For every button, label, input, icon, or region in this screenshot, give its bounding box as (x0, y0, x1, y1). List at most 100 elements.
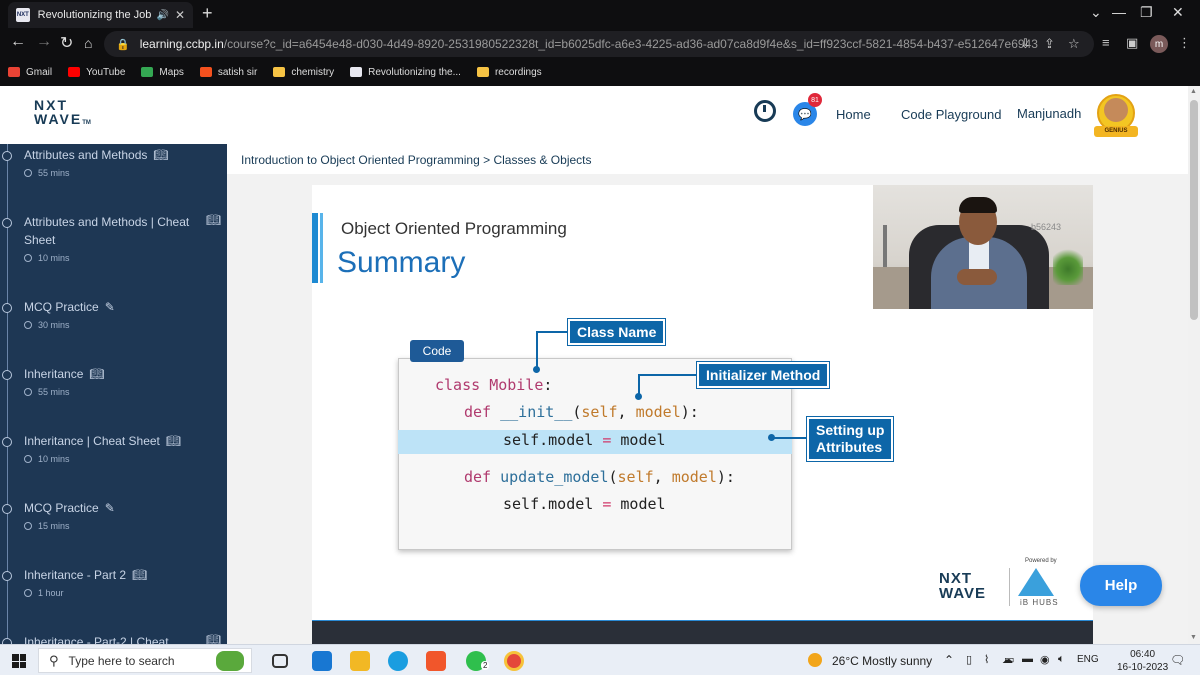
ib-hubs-label: iB HUBS (1020, 598, 1059, 607)
menu-dots-icon[interactable]: ⋮ (1178, 35, 1191, 50)
powered-by-label: Powered by (1025, 558, 1057, 564)
book-icon: 📖︎ (132, 568, 148, 582)
dragon-widget-icon[interactable] (216, 651, 244, 671)
breadcrumb[interactable]: Introduction to Object Oriented Programm… (241, 153, 592, 167)
side-panel-icon[interactable]: ▣ (1126, 35, 1139, 50)
file-explorer-icon[interactable] (350, 651, 370, 671)
folder-icon (476, 67, 489, 77)
scrollbar-thumb[interactable] (1190, 100, 1198, 320)
media-queue-icon[interactable]: ≡ (1102, 35, 1110, 50)
youtube-icon (68, 67, 81, 77)
scroll-down-icon[interactable]: ▼ (1190, 634, 1197, 641)
nxtwave-logo[interactable]: NXT WAVETM (34, 97, 91, 127)
install-icon[interactable]: ⇩ (1020, 36, 1031, 51)
bookmark-youtube[interactable]: YouTube (68, 67, 125, 78)
status-circle-icon (2, 303, 12, 313)
instructor-hands (957, 269, 997, 285)
help-button[interactable]: Help (1080, 565, 1162, 606)
bookmark-gmail[interactable]: Gmail (8, 67, 52, 78)
reload-icon[interactable]: ↻ (60, 35, 74, 52)
task-view-icon[interactable] (272, 654, 288, 668)
book-icon: 📖︎ (153, 148, 169, 162)
tab-title: Revolutionizing the Job Ma (37, 9, 153, 21)
display-icon[interactable]: ▭ (1004, 654, 1015, 666)
bookmark-chemistry[interactable]: chemistry (273, 67, 334, 78)
cloud-icon[interactable]: ☁ (1002, 654, 1013, 666)
edge-icon[interactable] (388, 651, 408, 671)
search-icon: ⚲ (49, 652, 59, 668)
chat-badge: 81 (808, 93, 822, 107)
close-tab-icon[interactable]: ✕ (174, 8, 185, 22)
genius-badge: GENIUS (1094, 126, 1138, 137)
leader-line (638, 374, 640, 396)
battery-icon[interactable]: ▬ (1022, 653, 1033, 665)
video-watermark: b56243 (1031, 222, 1062, 232)
speaker-icon[interactable]: 🔊 (156, 9, 169, 21)
video-controls-bar[interactable] (312, 621, 1093, 644)
mail-icon[interactable] (312, 651, 332, 671)
accent-bar (312, 213, 318, 283)
weather-text[interactable]: 26°C Mostly sunny (832, 654, 933, 668)
clock-icon (24, 169, 32, 177)
user-name[interactable]: Manjunadh (1017, 106, 1082, 121)
bookmark-satish[interactable]: satish sir (199, 67, 257, 78)
new-tab-icon[interactable]: + (202, 3, 213, 23)
windows-taskbar: ⚲Type here to search 2 26°C Mostly sunny… (0, 644, 1200, 675)
code-line-3: self.model = model (503, 431, 666, 449)
clock-icon (24, 589, 32, 597)
chrome-icon[interactable] (504, 651, 524, 671)
forward-arrow-icon[interactable]: → (36, 33, 52, 50)
nav-home[interactable]: Home (836, 107, 871, 122)
leader-line (537, 331, 568, 333)
home-icon[interactable]: ⌂ (84, 35, 93, 51)
maximize-icon[interactable]: ❐ (1140, 4, 1153, 20)
page-scrollbar[interactable]: ▲ ▼ (1188, 86, 1200, 644)
back-arrow-icon[interactable]: ← (10, 33, 26, 50)
device-icon[interactable]: ▯ (966, 654, 973, 666)
instructor-hair (959, 197, 997, 213)
tab-strip: NXT Revolutionizing the Job Ma 🔊 ✕ + ⌄ —… (0, 0, 1200, 28)
blogger-icon (199, 67, 212, 77)
timeline-line (7, 144, 8, 644)
minimize-icon[interactable]: — (1112, 4, 1126, 20)
callout-initializer-method: Initializer Method (697, 362, 830, 388)
bookmark-revolutionizing[interactable]: Revolutionizing the... (350, 67, 461, 78)
code-line-4: def update_model(self, model): (464, 468, 735, 486)
notification-icon[interactable]: 🗨︎ (1170, 653, 1186, 667)
windows-start-icon[interactable] (12, 654, 26, 668)
camera-icon[interactable]: ◉ (1040, 654, 1050, 666)
profile-avatar[interactable]: m (1150, 35, 1168, 53)
network-icon[interactable]: ⌇ (984, 654, 990, 666)
lesson-slide[interactable]: Object Oriented Programming Summary Code… (312, 185, 1093, 644)
code-line-1: class Mobile: (435, 376, 553, 394)
highlighted-code-row (398, 430, 792, 454)
nav-code-playground[interactable]: Code Playground (901, 107, 1002, 122)
leader-dot (768, 434, 775, 441)
tab-search-chevron-icon[interactable]: ⌄ (1090, 4, 1102, 20)
address-bar[interactable]: 🔒 learning.ccbp.in /course?c_id=a6454e48… (104, 31, 1094, 57)
share-icon[interactable]: ⇪ (1044, 36, 1055, 51)
bookmark-star-icon[interactable]: ☆ (1068, 36, 1080, 51)
browser-chrome: NXT Revolutionizing the Job Ma 🔊 ✕ + ⌄ —… (0, 0, 1200, 86)
bookmark-recordings[interactable]: recordings (476, 67, 542, 78)
slide-title: Summary (337, 246, 466, 279)
browser-tab-active[interactable]: NXT Revolutionizing the Job Ma 🔊 ✕ (8, 2, 193, 28)
status-circle-icon (2, 370, 12, 380)
tray-chevron-icon[interactable]: ⌃ (944, 653, 955, 667)
scroll-up-icon[interactable]: ▲ (1190, 88, 1197, 95)
timer-icon[interactable] (754, 100, 776, 122)
volume-icon[interactable]: 🔈︎ (1058, 653, 1065, 665)
maps-icon (141, 67, 154, 77)
language-indicator[interactable]: ENG (1077, 654, 1099, 665)
leader-dot (635, 393, 642, 400)
bookmarks-bar: Gmail YouTube Maps satish sir chemistry … (0, 60, 1200, 84)
instructor-video[interactable]: b56243 (873, 185, 1093, 309)
close-window-icon[interactable]: ✕ (1172, 4, 1184, 20)
lock-icon[interactable]: 🔒 (116, 38, 130, 51)
book-icon: 📖︎ (206, 213, 222, 227)
brave-icon[interactable] (426, 651, 446, 671)
bookmark-maps[interactable]: Maps (141, 67, 184, 78)
